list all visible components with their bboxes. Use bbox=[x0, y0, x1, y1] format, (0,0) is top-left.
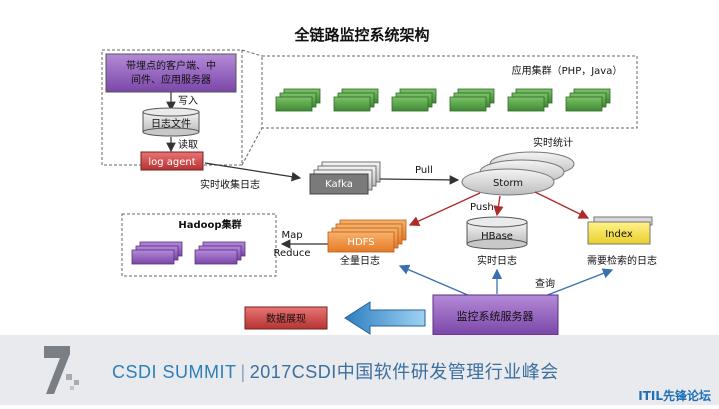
pull-label: Pull bbox=[415, 165, 433, 176]
hdfs-node-layer-4 bbox=[327, 231, 395, 253]
storm-cluster bbox=[461, 151, 575, 196]
client-box-line-1: 带埋点的客户端、中 bbox=[126, 59, 216, 72]
app-server-1-layer-3 bbox=[275, 96, 313, 112]
logfile-cylinder bbox=[142, 107, 200, 137]
storm-to-index-arrow bbox=[534, 191, 590, 219]
pull-arrow bbox=[379, 175, 460, 185]
footer-brand: CSDI SUMMIT|2017CSDI中国软件研发管理行业峰会 bbox=[112, 358, 559, 384]
hadoop-server-group bbox=[131, 241, 246, 265]
hadoop-node-1-layer-3 bbox=[131, 249, 175, 265]
monitor-label: 监控系统服务器 bbox=[457, 309, 534, 323]
kafka-stack bbox=[309, 161, 381, 195]
diagram-title: 全链路监控系统架构 bbox=[293, 26, 429, 44]
app-cluster-frame bbox=[261, 55, 638, 129]
watermark: ITIL先锋论坛 bbox=[638, 389, 711, 403]
index-label: Index bbox=[605, 229, 633, 240]
stats-label: 实时统计 bbox=[533, 136, 573, 149]
app-cluster-label: 应用集群（PHP，Java） bbox=[512, 64, 623, 77]
brand-separator: | bbox=[240, 362, 246, 382]
hadoop-label: Hadoop集群 bbox=[178, 218, 241, 231]
hdfs-stack bbox=[327, 219, 407, 253]
csdi-logo bbox=[44, 346, 79, 394]
display-box bbox=[244, 306, 328, 330]
monitor-server-box bbox=[432, 294, 559, 336]
collect-label: 实时收集日志 bbox=[200, 178, 260, 191]
brand-name: CSDI SUMMIT bbox=[112, 362, 237, 382]
hadoop-cluster-frame bbox=[121, 213, 277, 277]
reduce-label: Reduce bbox=[274, 248, 311, 259]
search-log-label: 需要检索的日志 bbox=[587, 254, 657, 267]
logagent-box bbox=[140, 151, 204, 171]
logfile-label: 日志文件 bbox=[151, 117, 191, 130]
cluster-connector-top bbox=[241, 49, 263, 57]
hdfs-label: HDFS bbox=[347, 237, 374, 248]
app-server-4-layer-3 bbox=[449, 96, 487, 112]
monitor-to-display-arrow bbox=[344, 301, 426, 335]
kafka-front bbox=[309, 173, 369, 195]
map-label: Map bbox=[281, 230, 302, 241]
app-server-6-layer-3 bbox=[565, 96, 603, 112]
monitor-to-hdfs-arrow bbox=[398, 264, 471, 297]
monitor-to-index-arrow bbox=[544, 268, 614, 297]
client-box-line-2: 间件、应用服务器 bbox=[131, 73, 211, 86]
footer-bar bbox=[0, 335, 719, 405]
write-label: 写入 bbox=[178, 95, 198, 107]
kafka-label: Kafka bbox=[325, 179, 353, 190]
display-label: 数据展现 bbox=[266, 312, 306, 325]
app-server-3-layer-3 bbox=[391, 96, 429, 112]
app-server-group bbox=[275, 88, 611, 112]
storm-to-hbase-arrow bbox=[493, 195, 504, 217]
hadoop-node-2-layer-3 bbox=[194, 249, 238, 265]
storm-label: Storm bbox=[493, 178, 523, 189]
hbase-cylinder bbox=[466, 216, 528, 250]
agent-to-kafka-arrow bbox=[204, 162, 302, 182]
app-server-5-layer-3 bbox=[507, 96, 545, 112]
logagent-label: log agent bbox=[148, 157, 195, 168]
client-box bbox=[105, 53, 237, 93]
storm-to-hdfs-arrow bbox=[408, 192, 481, 226]
cluster-connector-bottom bbox=[241, 127, 263, 166]
hbase-label: HBase bbox=[481, 231, 513, 242]
read-label: 读取 bbox=[178, 138, 198, 151]
push-label: Push bbox=[470, 202, 494, 213]
realtime-log-label: 实时日志 bbox=[477, 254, 517, 267]
query-label: 查询 bbox=[535, 277, 555, 290]
index-box bbox=[587, 221, 651, 245]
app-server-2-layer-3 bbox=[333, 96, 371, 112]
event-name: 2017CSDI中国软件研发管理行业峰会 bbox=[249, 362, 559, 382]
full-log-label: 全量日志 bbox=[340, 254, 380, 267]
